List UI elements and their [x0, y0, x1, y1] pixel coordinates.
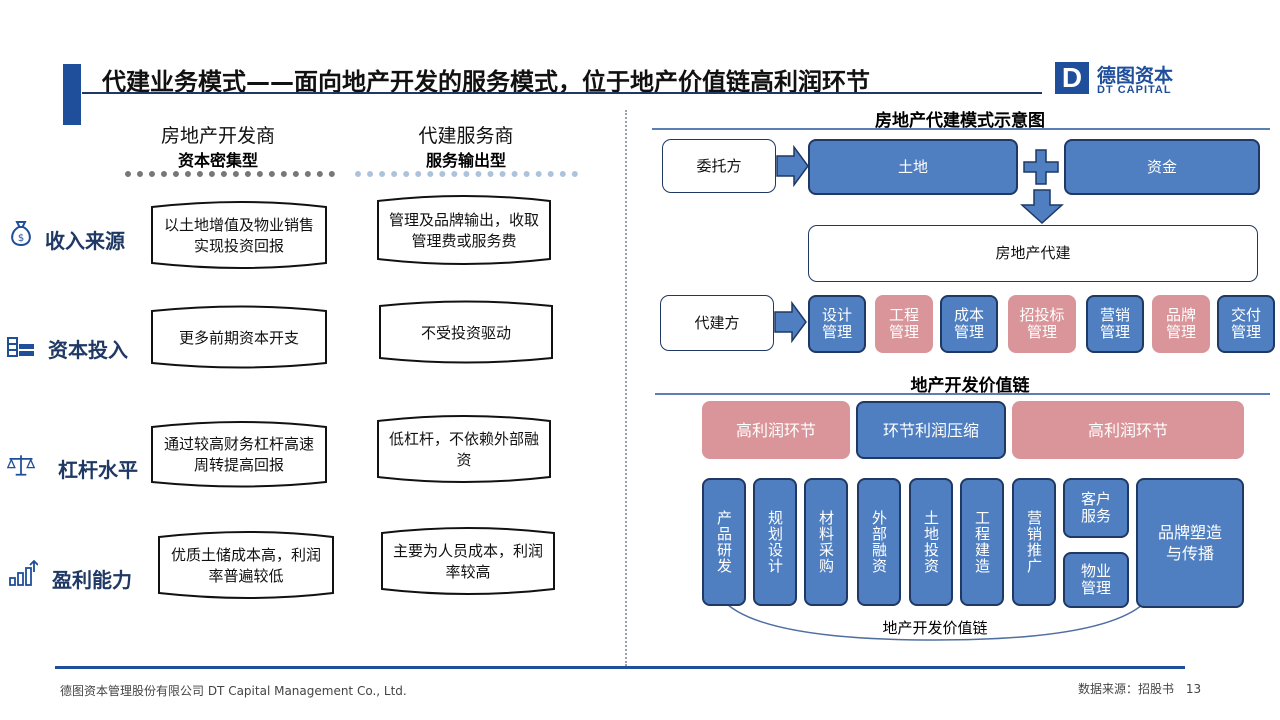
band-compressed-profit: 环节利润压缩 [856, 401, 1006, 459]
agent-heading: 代建服务商 [418, 125, 514, 147]
value-chain-brace [720, 597, 1150, 641]
agent-income-box: 管理及品牌输出，收取管理费或服务费 [374, 194, 554, 268]
agent-box: 代建方 [660, 295, 774, 351]
logo-icon: D [1055, 62, 1089, 94]
page-title: 代建业务模式——面向地产开发的服务模式，位于地产价值链高利润环节 [102, 68, 870, 96]
developer-heading: 房地产开发商 [160, 125, 275, 147]
developer-divider [125, 171, 335, 177]
source-note: 数据来源：招股书 [1078, 682, 1175, 696]
logo-cn: 德图资本 [1097, 65, 1174, 87]
stage-external-financing: 外部融资 [857, 478, 901, 606]
service-delivery-mgmt: 交付管理 [1217, 295, 1275, 353]
value-chain-caption: 地产开发价值链 [882, 619, 988, 637]
row-label-profitability: 盈利能力 [52, 568, 132, 592]
arrow-right-icon [774, 300, 807, 344]
growth-chart-icon [9, 559, 38, 586]
value-chain-title: 地产开发价值链 [910, 376, 1030, 396]
arrow-down-icon [1020, 189, 1064, 225]
developer-profit-box: 优质土储成本高，利润率普遍较低 [155, 530, 337, 602]
developer-income-box: 以土地增值及物业销售实现投资回报 [148, 200, 330, 272]
scale-icon [6, 455, 36, 476]
section-divider [625, 110, 627, 666]
service-marketing-mgmt: 营销管理 [1086, 295, 1144, 353]
band-high-profit-right: 高利润环节 [1012, 401, 1244, 459]
agent-leverage-box: 低杠杆，不依赖外部融资 [374, 414, 554, 486]
cash-stack-icon [7, 337, 34, 357]
footer-source: 数据来源：招股书 13 [1078, 680, 1201, 697]
service-cost-mgmt: 成本管理 [940, 295, 998, 353]
money-bag-icon: $ [11, 221, 31, 247]
arrow-right-icon [776, 144, 809, 188]
footer-rule [55, 666, 1185, 669]
stage-product-rd: 产品研发 [702, 478, 746, 606]
footer-company: 德图资本管理股份有限公司 DT Capital Management Co., … [60, 684, 407, 698]
title-underline [82, 92, 1042, 94]
agent-divider [355, 171, 578, 177]
developer-subheading: 资本密集型 [177, 151, 258, 170]
title-accent-bar [63, 64, 81, 125]
page-number: 13 [1185, 682, 1202, 696]
service-design-mgmt: 设计管理 [808, 295, 866, 353]
stage-brand-building: 品牌塑造与传播 [1136, 478, 1244, 608]
developer-leverage-box: 通过较高财务杠杆高速周转提高回报 [148, 420, 330, 490]
row-label-leverage: 杠杆水平 [58, 458, 138, 482]
stage-materials-procurement: 材料采购 [804, 478, 848, 606]
service-brand-mgmt: 品牌管理 [1152, 295, 1210, 353]
band-high-profit-left: 高利润环节 [702, 401, 850, 459]
row-label-capital: 资本投入 [48, 338, 128, 362]
capital-box: 资金 [1064, 139, 1260, 195]
service-bidding-mgmt: 招投标管理 [1008, 295, 1076, 353]
svg-text:$: $ [18, 233, 24, 244]
land-box: 土地 [808, 139, 1018, 195]
principal-box: 委托方 [662, 139, 776, 193]
stage-marketing: 营销推广 [1012, 478, 1056, 606]
value-chain-rule [655, 393, 1270, 395]
agent-capital-box: 不受投资驱动 [376, 300, 556, 366]
row-label-income: 收入来源 [45, 229, 125, 253]
agent-profit-box: 主要为人员成本，利润率较高 [378, 526, 558, 598]
service-engineering-mgmt: 工程管理 [875, 295, 933, 353]
developer-capital-box: 更多前期资本开支 [148, 305, 330, 371]
stage-property-management: 物业管理 [1063, 552, 1129, 608]
construction-agent-result-box: 房地产代建 [808, 225, 1258, 282]
agent-subheading: 服务输出型 [425, 151, 506, 170]
mode-diagram-title: 房地产代建模式示意图 [875, 111, 1045, 131]
stage-construction: 工程建造 [960, 478, 1004, 606]
stage-land-investment: 土地投资 [909, 478, 953, 606]
mode-diagram-rule [652, 128, 1270, 130]
plus-icon [1023, 149, 1059, 185]
stage-customer-service: 客户服务 [1063, 478, 1129, 538]
logo-en: DT CAPITAL [1097, 84, 1172, 96]
stage-planning-design: 规划设计 [753, 478, 797, 606]
